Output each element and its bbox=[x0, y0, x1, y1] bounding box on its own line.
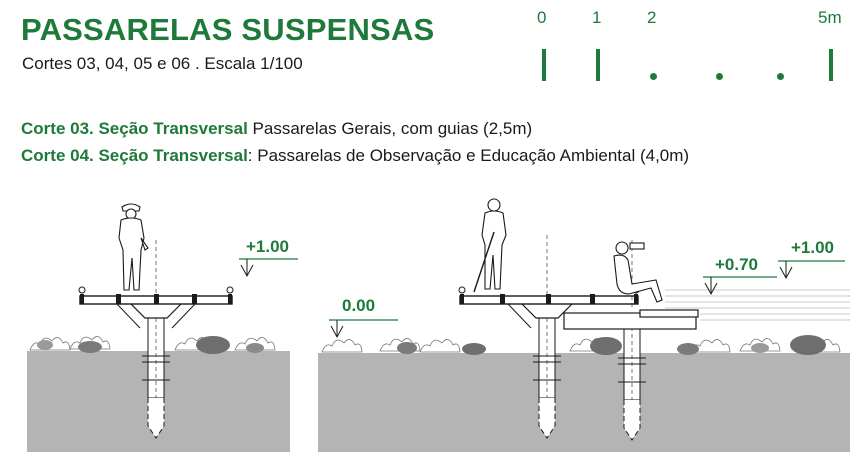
level-section-04-top: +1.00 bbox=[791, 238, 834, 257]
vegetation-section-03 bbox=[29, 336, 276, 354]
page-subtitle: Cortes 03, 04, 05 e 06 . Escala 1/100 bbox=[22, 54, 303, 73]
caption-03-text: Passarelas Gerais, com guias (2,5m) bbox=[247, 119, 533, 138]
person-with-binoculars-figure bbox=[613, 241, 663, 303]
caption-03-bold: Corte 03. Seção Transversal bbox=[21, 119, 248, 138]
caption-corte-03: Corte 03. Seção Transversal Passarelas G… bbox=[21, 119, 532, 139]
beam-support-section-03 bbox=[126, 299, 186, 319]
section-04-drawing: 0.00 +0.70 +1.00 bbox=[318, 198, 850, 452]
scale-label-2: 2 bbox=[647, 8, 657, 27]
scale-label-5m: 5m bbox=[818, 8, 842, 27]
ground-section-04 bbox=[318, 353, 850, 452]
level-section-04-ground: 0.00 bbox=[342, 296, 375, 315]
level-section-03-top: +1.00 bbox=[246, 237, 289, 256]
scale-bar: 0 1 2 5m bbox=[520, 8, 850, 88]
level-section-04-bench: +0.70 bbox=[715, 255, 758, 274]
scale-label-0: 0 bbox=[537, 8, 547, 27]
scale-tick-1 bbox=[596, 49, 600, 81]
caption-corte-04: Corte 04. Seção Transversal: Passarelas … bbox=[21, 146, 689, 166]
rail-lines bbox=[665, 289, 850, 321]
section-03-drawing: +1.00 bbox=[27, 203, 298, 452]
caption-04-text: : Passarelas de Observação e Educação Am… bbox=[247, 146, 690, 165]
vegetation-section-04 bbox=[321, 335, 841, 355]
scale-dot-4 bbox=[777, 73, 784, 80]
scale-tick-5 bbox=[829, 49, 833, 81]
person-walking-figure bbox=[118, 203, 149, 291]
level-marker-icon bbox=[329, 260, 845, 339]
caption-04-bold: Corte 04. Seção Transversal bbox=[21, 146, 248, 165]
person-with-cane-figure bbox=[473, 198, 507, 293]
scale-tick-0 bbox=[542, 49, 546, 81]
level-marker-icon bbox=[239, 258, 298, 278]
scale-label-1: 1 bbox=[592, 8, 602, 27]
scale-dot-2 bbox=[650, 73, 657, 80]
scale-dot-3 bbox=[716, 73, 723, 80]
page-title: PASSARELAS SUSPENSAS bbox=[21, 12, 435, 47]
